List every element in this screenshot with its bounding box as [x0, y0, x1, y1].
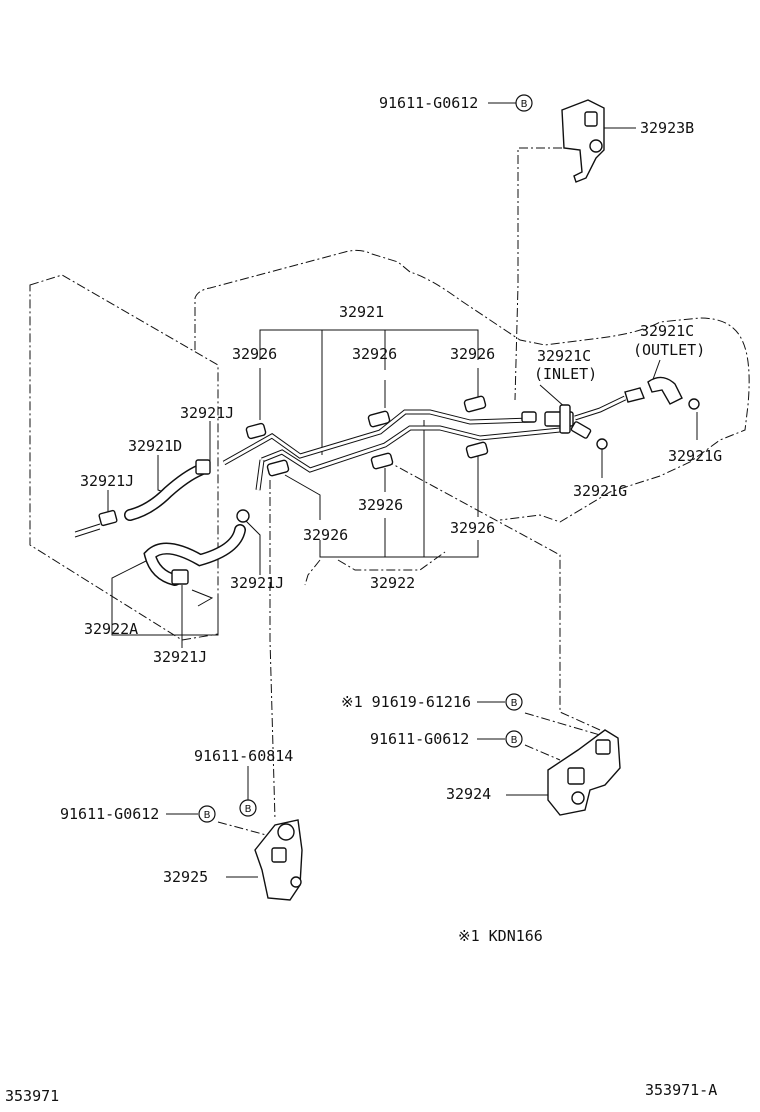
- label-bolt-32924: 91611-G0612: [370, 730, 469, 748]
- ref-number-right: 353971-A: [645, 1081, 717, 1099]
- label-32926-e: 32926: [303, 526, 348, 544]
- label-32926-d: 32926: [358, 496, 403, 514]
- label-32921d: 32921D: [128, 437, 182, 455]
- label-32924: 32924: [446, 785, 491, 803]
- label-32923b: 32923B: [640, 119, 694, 137]
- engine-outline: [194, 249, 750, 523]
- assembly-dash-lines: [217, 147, 601, 837]
- label-32926-a: 32926: [232, 345, 277, 363]
- label-32922a: 32922A: [84, 620, 138, 638]
- label-bolt-32925: 91611-G0612: [60, 805, 159, 823]
- bracket-32924: [547, 729, 621, 816]
- svg-text:B: B: [521, 99, 528, 110]
- label-inlet-part: 32921C: [537, 347, 591, 365]
- label-outlet-word: (OUTLET): [633, 341, 705, 359]
- radiator-outline: [29, 274, 219, 641]
- svg-text:B: B: [511, 698, 518, 709]
- label-32926-f: 32926: [450, 519, 495, 537]
- hose-32922a: [143, 509, 250, 607]
- bracket-32923b: [561, 99, 605, 183]
- svg-text:B: B: [204, 810, 211, 821]
- label-inlet-word: (INLET): [534, 365, 597, 383]
- ref-number-left: 353971: [5, 1087, 59, 1105]
- label-bolt-kdn: ※1 91619-61216: [341, 693, 471, 711]
- label-32926-c: 32926: [450, 345, 495, 363]
- bolt-marker-32925: B: [198, 805, 216, 823]
- label-32922: 32922: [370, 574, 415, 592]
- label-32921g-mid: 32921G: [573, 482, 627, 500]
- label-32925: 32925: [163, 868, 208, 886]
- label-60814: 91611-60814: [194, 747, 293, 765]
- svg-text:B: B: [245, 804, 252, 815]
- bolt-marker-32924: B: [505, 730, 523, 748]
- bolt-marker-top: B: [515, 94, 533, 112]
- hose-32921d: [74, 459, 211, 538]
- inlet-union: [521, 404, 592, 439]
- leader-lines: [107, 102, 698, 878]
- bolt-marker-60814: B: [239, 799, 257, 817]
- outlet-union: [596, 376, 700, 450]
- label-32921g-right: 32921G: [668, 447, 722, 465]
- label-outlet-part: 32921C: [640, 322, 694, 340]
- bolt-marker-kdn: B: [505, 693, 523, 711]
- svg-text:B: B: [511, 735, 518, 746]
- cushions: [245, 395, 489, 477]
- footnote: ※1 KDN166: [458, 927, 543, 945]
- label-32921: 32921: [339, 303, 384, 321]
- fuel-tubes: [222, 395, 627, 491]
- label-32926-b: 32926: [352, 345, 397, 363]
- part-labels: 91611-G0612 32923B 32921 32926 32926 329…: [5, 94, 722, 1105]
- label-bolt-top: 91611-G0612: [379, 94, 478, 112]
- label-32921j-mid: 32921J: [230, 574, 284, 592]
- label-32921j-top: 32921J: [180, 404, 234, 422]
- label-32921j-bottom: 32921J: [153, 648, 207, 666]
- bracket-32925: [254, 819, 303, 901]
- label-32921j-left: 32921J: [80, 472, 134, 490]
